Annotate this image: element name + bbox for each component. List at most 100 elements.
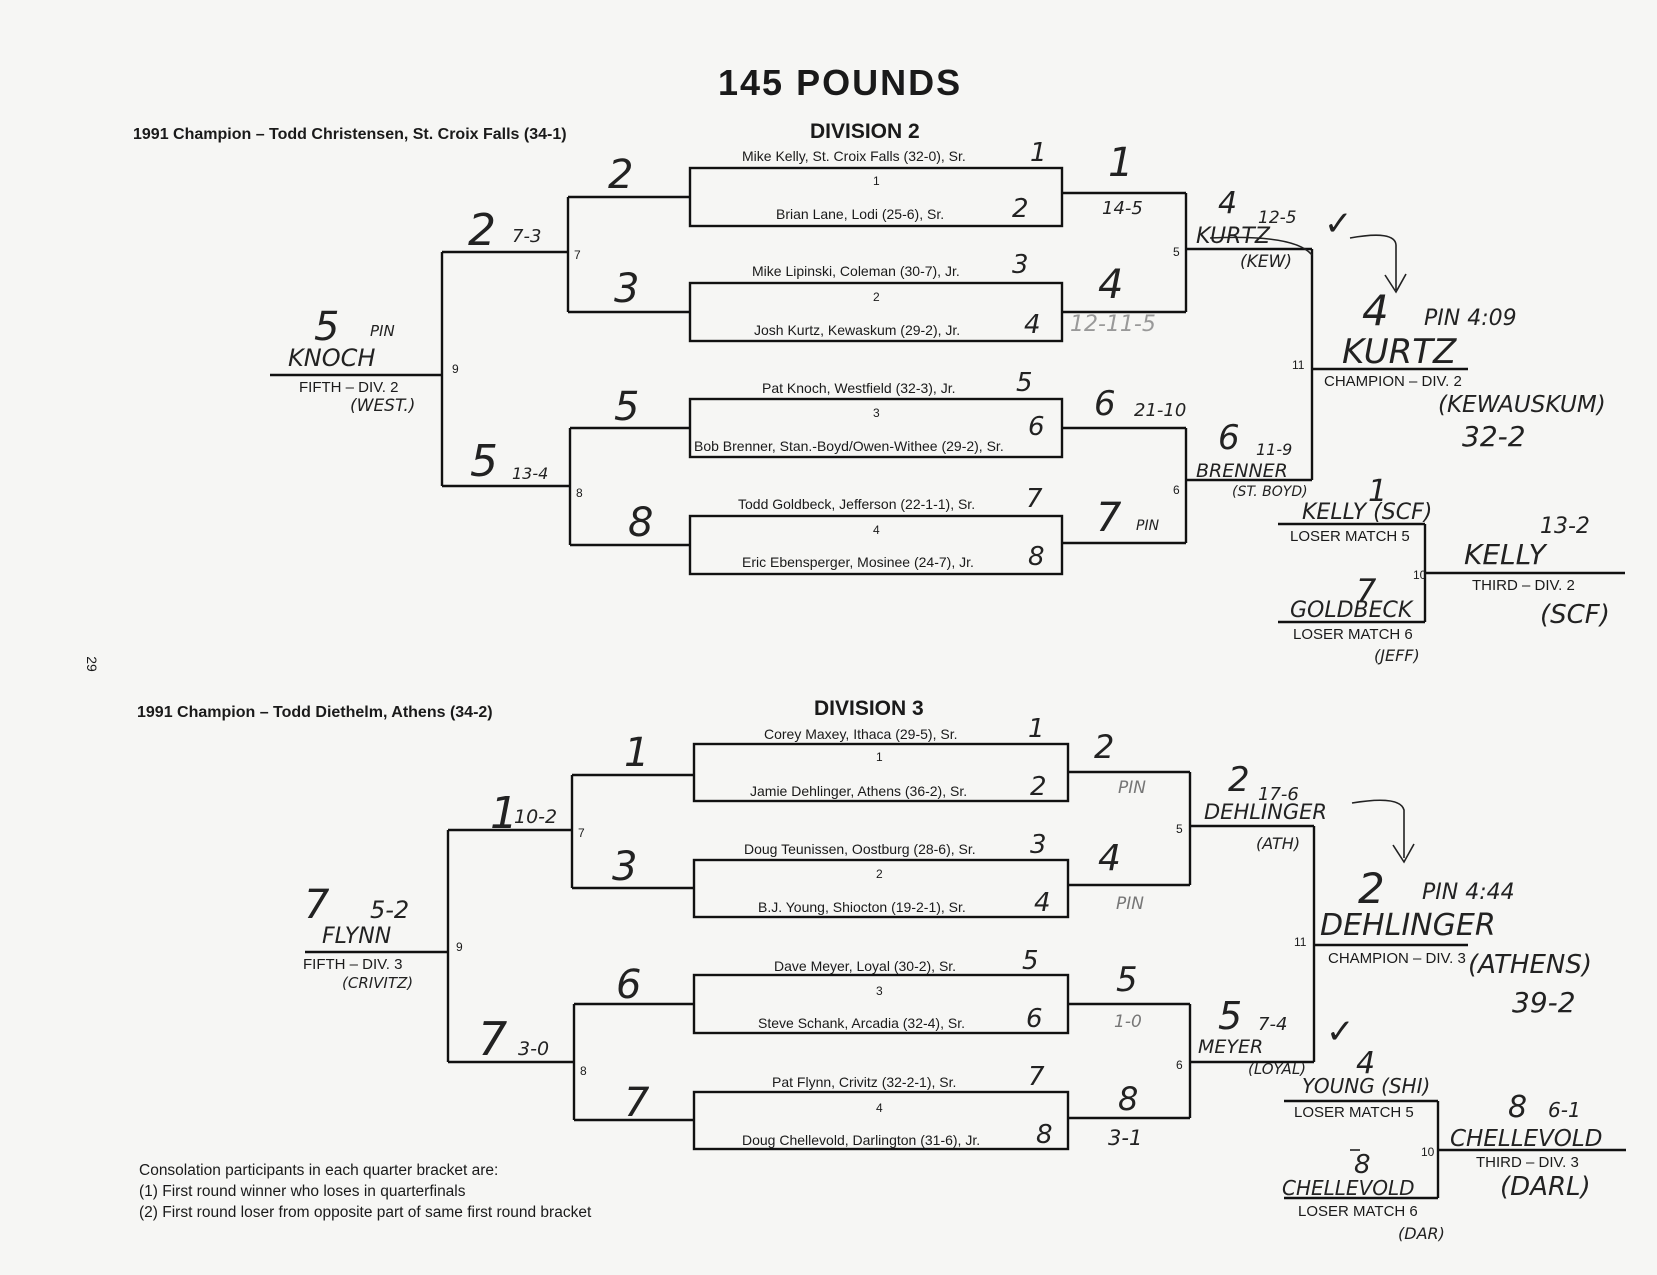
div2-hw-l5-num: 1 [1368,474,1388,509]
div2-fifth-label: FIFTH – DIV. 2 [299,379,399,396]
div3-hw-q3-score: 1-0 [1114,1012,1142,1032]
div2-hw-sf5-score: 12-5 [1258,208,1297,228]
div2-hw-q1-score: 14-5 [1102,198,1143,219]
div2-hw-third-score: 13-2 [1540,514,1590,539]
div3-hw-third-score: 6-1 [1548,1098,1581,1122]
div3-hw-r1-c: 6 [616,962,642,1008]
div2-hw-c8: 5 [470,436,498,487]
page-title: 145 POUNDS [718,62,963,103]
div3-match-8: 8 [580,1064,587,1078]
div3-hw-third-school: (DARL) [1500,1172,1591,1202]
div3-hw-l5-name: YOUNG (SHI) [1302,1074,1431,1098]
div2-hw-third-school: (SCF) [1540,600,1610,630]
div3-hw-q2: 4 [1098,838,1121,879]
div3-hw-r1-d: 7 [624,1080,650,1126]
div3-match-7: 7 [578,826,585,840]
div2-hw-q3: 6 [1094,384,1116,424]
div3-hw-third-name: CHELLEVOLD [1450,1126,1603,1152]
div2-match-9: 9 [452,362,459,376]
div2-wrestler-1: Mike Kelly, St. Croix Falls (32-0), Sr. [742,148,966,164]
div3-hw-r1-b: 3 [612,844,638,890]
div3-loser6-label: LOSER MATCH 6 [1298,1203,1418,1220]
div3-match-10: 10 [1421,1145,1435,1159]
div2-wrestler-2: Brian Lane, Lodi (25-6), Sr. [776,206,945,222]
div3-match-1: 1 [876,750,883,764]
div2-match-10: 10 [1413,568,1427,582]
div3-heading: DIVISION 3 [814,697,924,720]
div2-wrestler-3: Mike Lipinski, Coleman (30-7), Jr. [752,263,960,279]
div3-wrestler-4: B.J. Young, Shiocton (19-2-1), Sr. [758,899,966,915]
div2-hw-champ-record: 32-2 [1462,420,1526,453]
div3-hw-fifth-school: (CRIVITZ) [342,974,414,992]
div3-hw-check-1: ✓ [1326,1012,1355,1052]
div3-hw-l5-num: 4 [1356,1046,1376,1081]
div3-hw-seed-4: 4 [1034,888,1051,918]
div3-match-11: 11 [1294,935,1307,949]
div3-hw-sf6-score: 7-4 [1258,1014,1288,1035]
consolation-note-line-1: Consolation participants in each quarter… [139,1162,499,1179]
div2-hw-sf5-num: 4 [1218,186,1238,221]
div3-hw-fifth-name: FLYNN [322,924,392,949]
div3-wrestler-6: Steve Schank, Arcadia (32-4), Sr. [758,1015,965,1031]
div2-match-6: 6 [1173,483,1180,497]
div2-wrestler-4: Josh Kurtz, Kewaskum (29-2), Jr. [754,322,961,338]
div2-wrestler-5: Pat Knoch, Westfield (32-3), Jr. [762,380,956,396]
div2-hw-r1-c: 5 [614,384,640,430]
div3-champion-1991: 1991 Champion – Todd Diethelm, Athens (3… [137,704,493,721]
div3-match-5: 5 [1176,822,1183,836]
div3-match-9: 9 [456,940,463,954]
div3-hw-champ-record: 39-2 [1512,986,1576,1019]
div3-hw-sf6-school: (LOYAL) [1248,1060,1307,1078]
div3-match-6: 6 [1176,1058,1183,1072]
div3-hw-c7: 1 [490,788,518,839]
div3-third-label: THIRD – DIV. 3 [1476,1154,1579,1171]
div3-hw-seed-5: 5 [1022,946,1039,976]
div3-match-3: 3 [876,984,883,998]
div2-hw-l6-num: 7 [1356,572,1377,610]
div2-wrestler-8: Eric Ebensperger, Mosinee (24-7), Jr. [742,554,974,570]
div2-hw-seed-6: 6 [1028,412,1045,442]
div2-hw-fifth-name: KNOCH [288,344,376,372]
div2-hw-fifth-school: (WEST.) [350,396,416,416]
div2-hw-l5-name: KELLY (SCF) [1302,500,1433,525]
div3-hw-q4: 8 [1118,1080,1139,1118]
div3-champion-label: CHAMPION – DIV. 3 [1328,950,1466,967]
div3-wrestler-2: Jamie Dehlinger, Athens (36-2), Sr. [750,783,968,799]
div2-hw-c7-score: 7-3 [512,226,542,247]
div3-hw-champ-num: 2 [1358,864,1385,913]
div2-hw-seed-2: 2 [1012,194,1029,224]
div2-loser6-label: LOSER MATCH 6 [1293,626,1413,643]
div3-hw-seed-7: 7 [1028,1062,1045,1092]
div2-hw-champ-pin: PIN 4:09 [1424,306,1517,331]
div2-hw-q1: 1 [1108,140,1134,186]
div3-hw-champ-pin: PIN 4:44 [1422,880,1515,905]
div2-match-2: 2 [873,290,880,304]
div2-hw-seed-5: 5 [1016,368,1033,398]
div2-hw-r1-a: 2 [608,152,634,198]
div2-match-1: 1 [873,174,880,188]
div3-hw-q1-pin: PIN [1118,778,1146,798]
div3-hw-fifth-score: 5-2 [370,896,410,924]
div3-match-4: 4 [876,1101,883,1115]
div3-wrestler-7: Pat Flynn, Crivitz (32-2-1), Sr. [772,1074,957,1090]
div2-hw-r1-d: 8 [628,500,654,546]
div2-hw-champ-name: KURTZ [1342,332,1457,372]
div3-hw-sf5-school: (ATH) [1256,834,1301,853]
div2-hw-q4: 7 [1096,495,1122,541]
div2-hw-check-1: ✓ [1324,204,1353,244]
div2-hw-sf6-num: 6 [1218,418,1240,458]
consolation-note: Consolation participants in each quarter… [139,1160,591,1223]
div2-hw-q3-score: 21-10 [1134,400,1187,421]
div2-hw-seed-1: 1 [1030,138,1047,168]
div3-hw-fifth-num: 7 [304,882,330,928]
div2-hw-seed-3: 3 [1012,250,1029,280]
div2-hw-sf6-name: BRENNER [1196,460,1288,482]
page-number: 29 [83,656,100,672]
div2-hw-l6-name: GOLDBECK [1290,598,1413,623]
div2-hw-sf5-name: KURTZ [1196,224,1270,249]
div2-hw-fifth-num: 5 [314,304,340,350]
div2-bracket-lines [270,166,1625,624]
div3-hw-seed-1: 1 [1028,714,1045,744]
consolation-note-line-2: (1) First round winner who loses in quar… [139,1183,466,1200]
div2-hw-third-name: KELLY [1464,538,1546,571]
